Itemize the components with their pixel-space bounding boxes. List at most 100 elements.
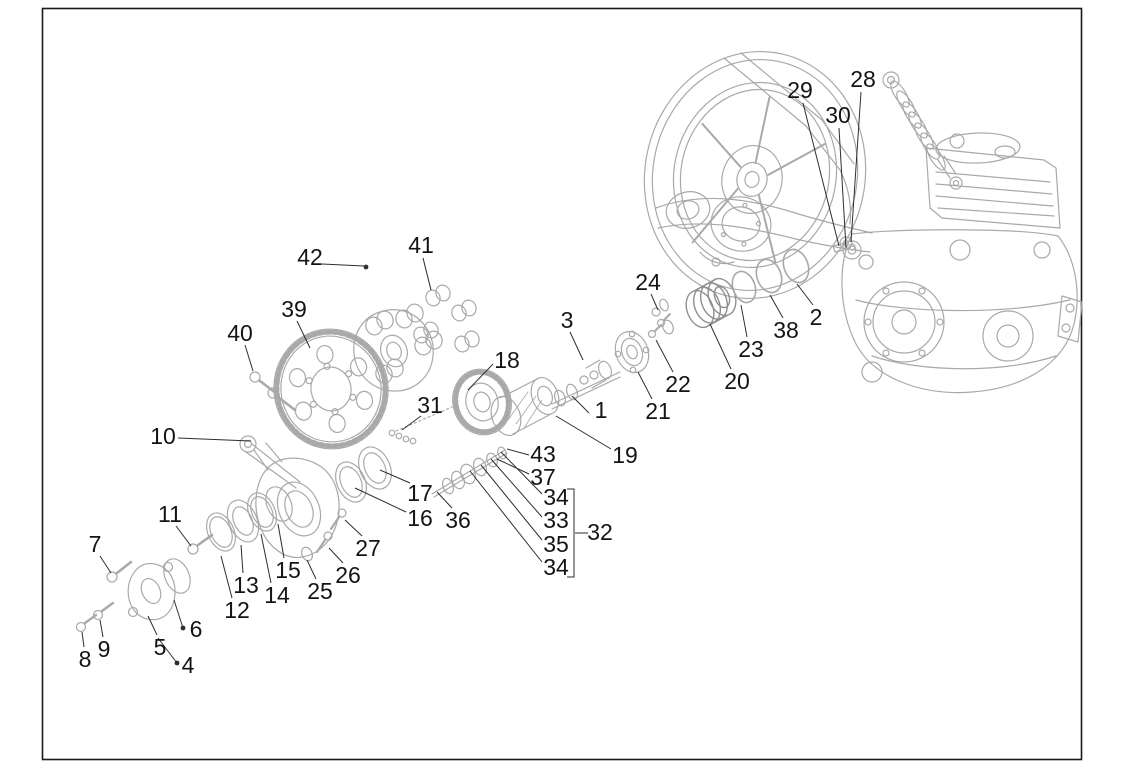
gear-housing-art bbox=[239, 435, 347, 562]
callout-label-17-16: 17 bbox=[407, 480, 433, 506]
callout-label-30-29: 30 bbox=[825, 102, 851, 128]
callout-leader-42-42 bbox=[321, 263, 365, 267]
callout-leader-14-13 bbox=[260, 533, 272, 584]
callout-label-33-32: 33 bbox=[543, 507, 569, 533]
callout-leader-31-30 bbox=[401, 415, 422, 431]
bushings-art bbox=[413, 284, 480, 353]
callout-label-32-31: 32 bbox=[587, 519, 613, 545]
callout-label-12-11: 12 bbox=[224, 597, 250, 623]
diagram-border bbox=[41, 7, 1083, 761]
callout-label-35-35: 35 bbox=[543, 531, 569, 557]
callout-leader-25-24 bbox=[306, 559, 317, 580]
callout-label-27-26: 27 bbox=[355, 535, 381, 561]
callout-label-21-20: 21 bbox=[645, 398, 671, 424]
bracket-group-32 bbox=[567, 488, 575, 578]
callout-leader-17-16 bbox=[379, 469, 411, 484]
callout-leader-37-37 bbox=[496, 458, 530, 475]
callout-leader-33-32 bbox=[490, 458, 543, 518]
final-drive-parts-art bbox=[75, 248, 810, 633]
callout-label-31-30: 31 bbox=[417, 392, 443, 418]
callout-leader-40-40 bbox=[244, 344, 254, 372]
callout-leader-29-28 bbox=[802, 102, 840, 247]
callout-label-2-1: 2 bbox=[810, 304, 823, 330]
callout-label-3-2: 3 bbox=[561, 307, 574, 333]
callout-label-10-9: 10 bbox=[150, 423, 176, 449]
callout-leader-21-20 bbox=[637, 371, 653, 400]
callout-label-5-4: 5 bbox=[154, 634, 167, 660]
callout-label-26-25: 26 bbox=[335, 562, 361, 588]
callout-leader-12-11 bbox=[220, 555, 233, 599]
shock-absorber-art bbox=[882, 71, 963, 190]
drive-shaft-art bbox=[551, 359, 621, 410]
callout-label-18-17: 18 bbox=[494, 347, 520, 373]
callout-leader-2-1 bbox=[796, 283, 814, 306]
callout-label-43-43: 43 bbox=[530, 441, 556, 467]
callout-leader-13-12 bbox=[240, 544, 244, 574]
callout-leader-27-26 bbox=[344, 519, 363, 537]
callout-label-23-22: 23 bbox=[738, 336, 764, 362]
callout-label-1-0: 1 bbox=[595, 397, 608, 423]
callout-leader-41-41 bbox=[422, 257, 432, 291]
swingarm-art bbox=[655, 191, 873, 267]
callout-label-39-39: 39 bbox=[281, 296, 307, 322]
callout-leader-18-17 bbox=[467, 363, 494, 391]
callout-label-20-19: 20 bbox=[724, 368, 750, 394]
callout-leader-19-18 bbox=[555, 415, 612, 450]
callout-label-14-13: 14 bbox=[264, 582, 290, 608]
bearing-stack-art bbox=[206, 486, 293, 552]
callout-leader-8-7 bbox=[81, 631, 85, 648]
callout-leader-28-27 bbox=[850, 91, 862, 243]
drive-drum-art bbox=[490, 377, 560, 436]
callout-leader-9-8 bbox=[99, 619, 104, 638]
callout-label-9-8: 9 bbox=[98, 636, 111, 662]
sprocket-art bbox=[273, 328, 389, 450]
callout-leader-6-5 bbox=[173, 599, 184, 629]
callout-leader-38-38 bbox=[769, 294, 784, 319]
ring-gear-art bbox=[452, 368, 512, 436]
callout-leader-16-15 bbox=[354, 487, 407, 513]
callout-leader-34-34 bbox=[469, 470, 543, 563]
brake-disc-art bbox=[710, 196, 772, 252]
callout-label-38-38: 38 bbox=[773, 317, 799, 343]
o-rings-art bbox=[731, 248, 810, 304]
coupling-art bbox=[685, 277, 737, 329]
cover-plate-art bbox=[127, 558, 191, 621]
callout-label-7-6: 7 bbox=[89, 531, 102, 557]
sprocket-screws-art bbox=[249, 371, 297, 412]
callout-label-22-21: 22 bbox=[665, 371, 691, 397]
callout-leader-3-2 bbox=[569, 331, 584, 361]
callout-leader-34-33 bbox=[500, 451, 543, 495]
callout-label-25-24: 25 bbox=[307, 578, 333, 604]
callout-leader-36-36 bbox=[436, 491, 453, 509]
callout-leader-30-29 bbox=[838, 127, 847, 249]
rear-wheel-art bbox=[643, 50, 867, 300]
callout-label-34-33: 34 bbox=[543, 484, 569, 510]
callout-leader-43-43 bbox=[506, 448, 530, 456]
callout-dot-4-3 bbox=[174, 660, 180, 666]
callout-leader-11-10 bbox=[175, 525, 192, 547]
callout-label-4-3: 4 bbox=[182, 652, 195, 678]
callout-label-40-40: 40 bbox=[227, 320, 253, 346]
callout-leader-7-6 bbox=[99, 555, 112, 574]
hub-carrier-art bbox=[353, 303, 443, 392]
callout-label-6-5: 6 bbox=[190, 616, 203, 642]
engine-art bbox=[841, 132, 1083, 394]
callout-label-34-34: 34 bbox=[543, 554, 569, 580]
callout-label-16-15: 16 bbox=[407, 505, 433, 531]
seals-art bbox=[335, 446, 392, 503]
flange-art bbox=[614, 298, 674, 374]
callout-leader-39-39 bbox=[296, 320, 311, 349]
callout-leader-22-21 bbox=[655, 339, 674, 373]
callout-leader-4-3 bbox=[157, 637, 178, 664]
callout-dot-6-5 bbox=[180, 625, 186, 631]
washer-shaft-art bbox=[431, 446, 508, 498]
callout-label-11-10: 11 bbox=[158, 501, 182, 527]
callout-label-15-14: 15 bbox=[275, 557, 301, 583]
callout-label-41-41: 41 bbox=[408, 232, 434, 258]
callout-label-19-18: 19 bbox=[612, 442, 638, 468]
screws-art bbox=[75, 533, 214, 633]
callout-label-13-12: 13 bbox=[233, 572, 259, 598]
callout-leader-5-4 bbox=[147, 615, 158, 636]
